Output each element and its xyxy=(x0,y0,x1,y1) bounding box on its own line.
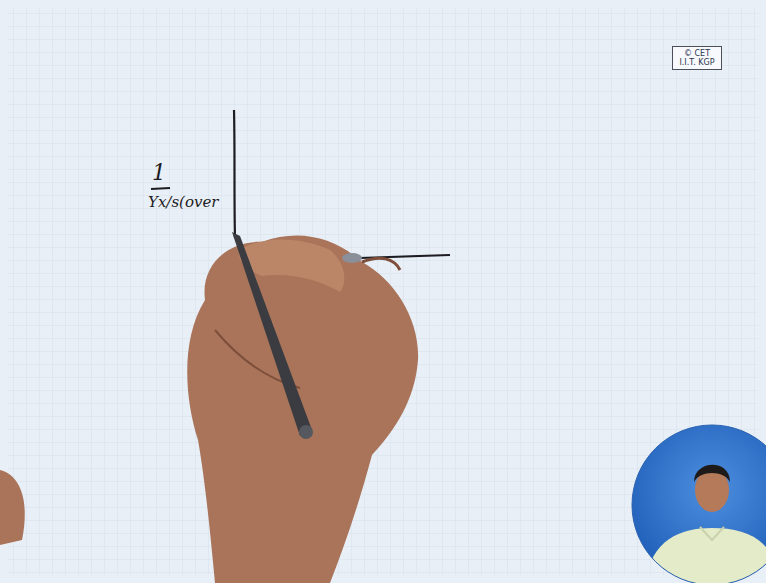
fraction-bar xyxy=(151,188,170,189)
hand xyxy=(0,236,418,583)
axis-label: 1 xyxy=(152,160,166,185)
logo-box: © CET I.I.T. KGP xyxy=(672,46,722,70)
axis-label: Yx/s(over xyxy=(148,193,219,211)
y-axis xyxy=(234,110,235,238)
lecturer-inset xyxy=(632,425,766,583)
logo-text: © CET I.I.T. KGP xyxy=(675,49,719,67)
pencil xyxy=(232,232,313,439)
